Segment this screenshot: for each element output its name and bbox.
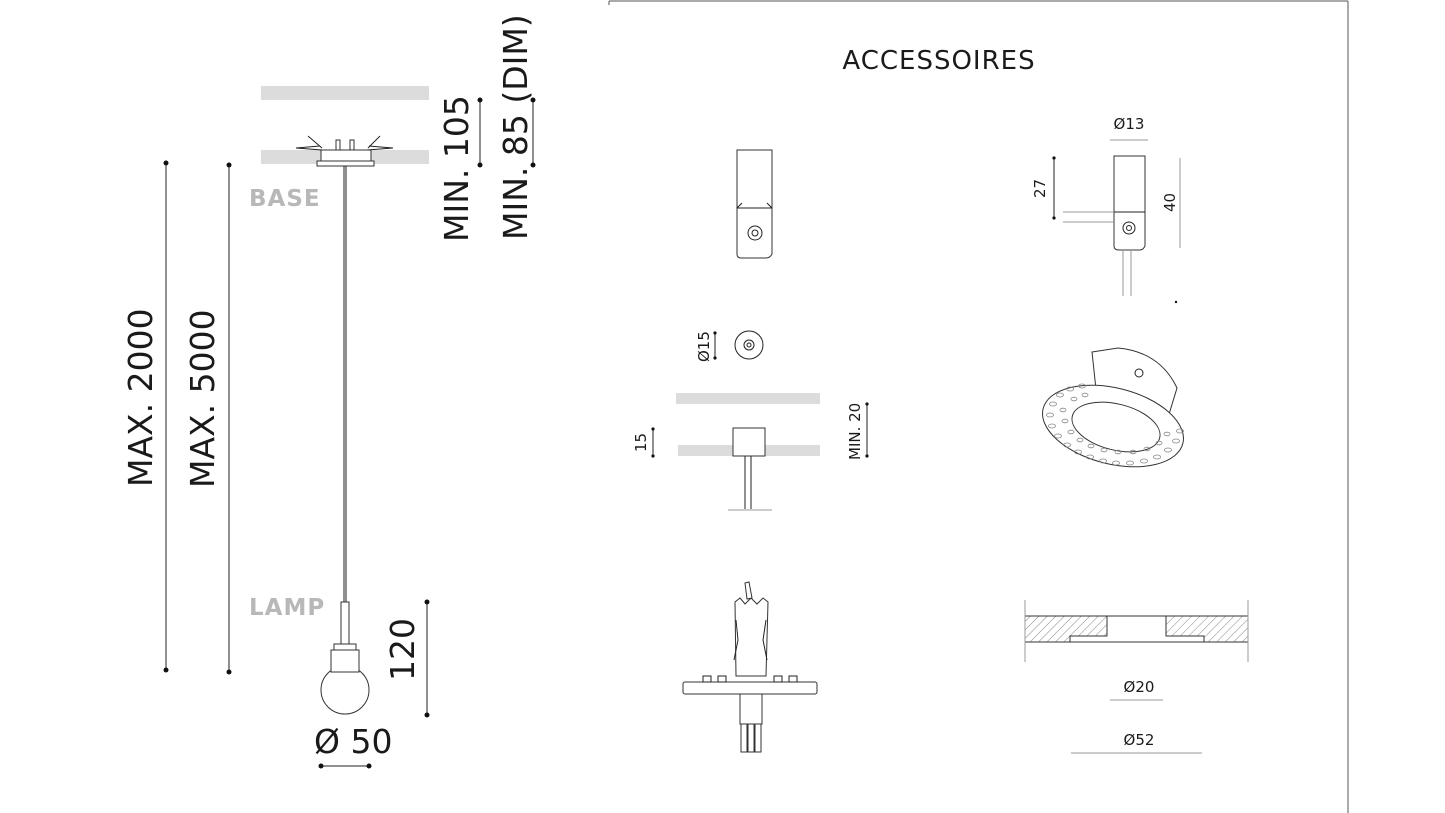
dim-h15-label: 15 [632, 433, 650, 452]
dimension-min-105: MIN. 105 [437, 95, 483, 242]
spring-mount-side-view [682, 581, 818, 753]
base-fixture [295, 135, 394, 167]
dimension-120: 120 [383, 599, 430, 718]
dim-d52-label: Ø52 [1124, 731, 1155, 749]
dimension-dia-50: Ø 50 [314, 722, 392, 769]
dim-min-85-dim-label: MIN. 85 (DIM) [496, 14, 535, 240]
label-base: BASE [249, 186, 321, 212]
ceiling-slab-top [261, 86, 429, 100]
plaster-ring-section: Ø20 Ø52 [1024, 600, 1249, 754]
dim-h27-label: 27 [1031, 179, 1049, 198]
disc-top-view: Ø15 [695, 330, 764, 362]
dimension-max-5000: MAX. 5000 [183, 162, 232, 675]
dim-min20-label: MIN. 20 [846, 403, 864, 460]
accessories-panel: ACCESSOIRES Ø13 27 [608, 0, 1349, 813]
lamp-body [320, 601, 370, 715]
dim-120-label: 120 [383, 618, 422, 681]
dimension-max-2000: MAX. 2000 [121, 160, 169, 673]
dim-max-2000-label: MAX. 2000 [121, 308, 160, 487]
dim-max-5000-label: MAX. 5000 [183, 309, 222, 488]
ceiling-section: 15 MIN. 20 [632, 393, 869, 511]
dim-d20-label: Ø20 [1124, 678, 1155, 696]
trimless-ring-perspective [1042, 347, 1184, 468]
label-lamp: LAMP [249, 595, 325, 621]
accessories-title: ACCESSOIRES [842, 46, 1035, 76]
connector-dimensioned: Ø13 27 40 [1031, 115, 1181, 304]
dim-min-105-label: MIN. 105 [437, 95, 476, 242]
pendant-drawing: BASE LAMP MAX. 2000 MAX. 5000 MIN. 105 [121, 14, 536, 769]
dim-d15-label: Ø15 [695, 331, 713, 362]
dim-h40-label: 40 [1161, 193, 1179, 212]
dim-d13-label: Ø13 [1114, 115, 1145, 133]
dimension-min-85-dim: MIN. 85 (DIM) [496, 14, 536, 240]
connector-side-view [736, 149, 773, 259]
dim-dia-50-label: Ø 50 [314, 722, 392, 761]
